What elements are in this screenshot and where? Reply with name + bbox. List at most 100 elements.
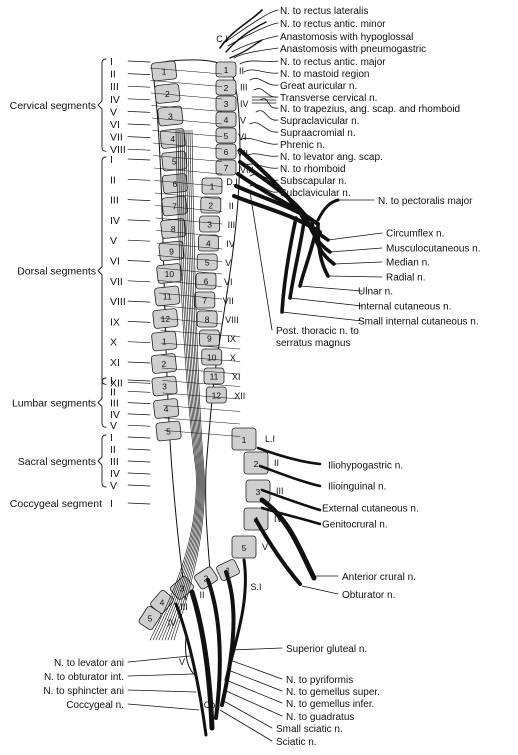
dorsal-vertebra-2 [200, 196, 222, 214]
leader-top-13 [245, 153, 279, 157]
dorsal-root-numeral-12: XII [234, 391, 245, 401]
left-column-number-15: 3 [162, 382, 167, 392]
rootlet-24 [161, 355, 241, 362]
left-column-block-7 [161, 195, 188, 217]
lumbar-root-numeral-2: II [274, 458, 279, 468]
left-column-block-2 [154, 83, 181, 104]
label-n-to-pyriformis: N. to pyriformis [286, 675, 353, 686]
leader-top-14 [243, 163, 279, 169]
segment-tick-g2-12 [127, 381, 151, 384]
cauda-filament-5 [161, 129, 201, 641]
cervical-vertebra-5 [215, 127, 237, 144]
coccygeal-branch [185, 635, 197, 677]
leader-sacral-2 [229, 659, 283, 680]
label-coccygeal-n: Coccygeal n. [66, 700, 124, 711]
leader-sacral-7 [219, 709, 273, 742]
label-post-thoracic-line-2: serratus magnus [276, 338, 350, 349]
segment-numeral-g3-5: V [110, 420, 117, 432]
leader-left-bottom-4 [127, 703, 200, 711]
cauda-filament-7 [167, 129, 203, 641]
lumbar-vertebra-3 [245, 479, 271, 503]
label-n-to-guadratus: N. to guadratus [286, 712, 354, 723]
root-mark-s1: S.I [250, 582, 261, 592]
leader-obturator [301, 585, 339, 595]
anterior-crural-trunk [259, 497, 317, 581]
rootlet-10 [154, 180, 223, 187]
dorsal-vertebra-number-7: 7 [202, 296, 207, 306]
segment-numeral-g1-4: IV [110, 94, 120, 106]
segment-tick-g3-4 [127, 413, 151, 416]
sacral-root-numeral-2: II [199, 590, 204, 600]
segment-label-coccygeal-segment: Coccygeal segment [10, 498, 102, 510]
left-column-block-16 [153, 398, 180, 419]
cervical-root-numeral-2: II [239, 66, 244, 76]
root-mark-d1: D.I [226, 177, 238, 187]
dorsal-vertebra-number-9: 9 [207, 334, 212, 344]
segment-numeral-g1-6: VI [110, 119, 120, 131]
label-external-cutaneous-n: External cutaneous n. [322, 504, 419, 515]
segment-tick-g2-6 [127, 260, 151, 262]
lumbar-vertebra-1 [231, 427, 257, 451]
segment-tick-g3-3 [127, 402, 151, 404]
segment-tick-g4-2 [127, 448, 151, 451]
label-small-internal-cutaneous-n: Small internal cutaneous n. [358, 317, 479, 328]
cauda-filament-4 [158, 129, 200, 641]
leader-brachial-4 [327, 275, 383, 278]
rootlet-19 [158, 292, 223, 300]
leader-top-6 [243, 69, 279, 74]
segment-label-sacral-segments: Sacral segments [18, 456, 96, 468]
rootlet-20 [159, 305, 223, 312]
segment-tick-g3-5 [127, 424, 151, 427]
root-mark-l1: L.I [265, 434, 275, 444]
cervical-root-numeral-5: V [240, 116, 246, 126]
lumbar-vertebra-number-5: 5 [242, 543, 247, 553]
label-n-to-rhomboid: N. to rhomboid [280, 164, 346, 175]
label-anastomosis-with-hypoglossal: Anastomosis with hypoglossal [280, 32, 413, 43]
sciatic-trunk [189, 589, 215, 731]
dorsal-vertebra-number-10: 10 [207, 353, 217, 363]
segment-numeral-g3-1: I [110, 375, 113, 387]
lumbar-root-numeral-4: IV [274, 514, 283, 524]
dorsal-vertebra-number-8: 8 [205, 315, 210, 325]
label-n-to-obturator-int: N. to obturator int. [44, 672, 124, 683]
cauda-filament-3 [155, 129, 199, 641]
leader-brachial-5 [299, 285, 363, 292]
segment-tick-g1-3 [127, 85, 151, 88]
leader-sacral-5 [223, 689, 283, 717]
segment-tick-g2-11 [127, 361, 151, 364]
segment-numeral-g1-1: I [110, 56, 113, 68]
left-column-number-1: 1 [162, 67, 167, 77]
left-column-block-13 [151, 330, 178, 352]
cervical-root-numeral-7: VII [237, 149, 248, 159]
segment-label-dorsal-segments: Dorsal segments [17, 266, 96, 278]
dorsal-root-numeral-6: VI [224, 277, 233, 287]
rootlet-5 [151, 117, 223, 125]
sacral-trunk-2 [206, 578, 222, 720]
segment-tick-g2-9 [127, 321, 151, 323]
segment-numeral-g5-1: I [110, 498, 113, 510]
leader-top-11 [249, 122, 279, 133]
cervical-vertebra-number-5: 5 [224, 131, 229, 141]
segment-numeral-g2-7: VII [110, 276, 123, 288]
segment-numeral-g4-4: IV [110, 468, 120, 480]
segment-numeral-g3-3: III [110, 398, 119, 410]
brachial-branch-6 [288, 220, 306, 300]
leader-top-7 [249, 78, 279, 86]
rootlet-26 [162, 380, 241, 387]
lumbar-nerve-2 [258, 464, 322, 488]
pectoralis-branch [316, 198, 340, 222]
segment-numeral-g1-2: II [110, 69, 116, 81]
segment-numeral-g3-2: II [110, 386, 116, 398]
rootlet-25 [161, 367, 241, 375]
dorsal-root-numeral-3: III [228, 220, 236, 230]
sacral-vertebra-number-1: 1 [226, 566, 231, 576]
leader-top-12 [239, 137, 279, 145]
leader-top-9 [259, 98, 279, 109]
lumbar-vertebra-number-1: 1 [242, 435, 247, 445]
cervical-vertebra-1 [215, 61, 237, 78]
rootlet-1 [149, 67, 223, 75]
label-genitocrural-n: Genitocrural n. [322, 520, 388, 531]
label-transverse-cervical-n: Transverse cervical n. [280, 93, 377, 104]
leader-top-8 [253, 88, 279, 98]
leader-top-2 [227, 22, 279, 47]
